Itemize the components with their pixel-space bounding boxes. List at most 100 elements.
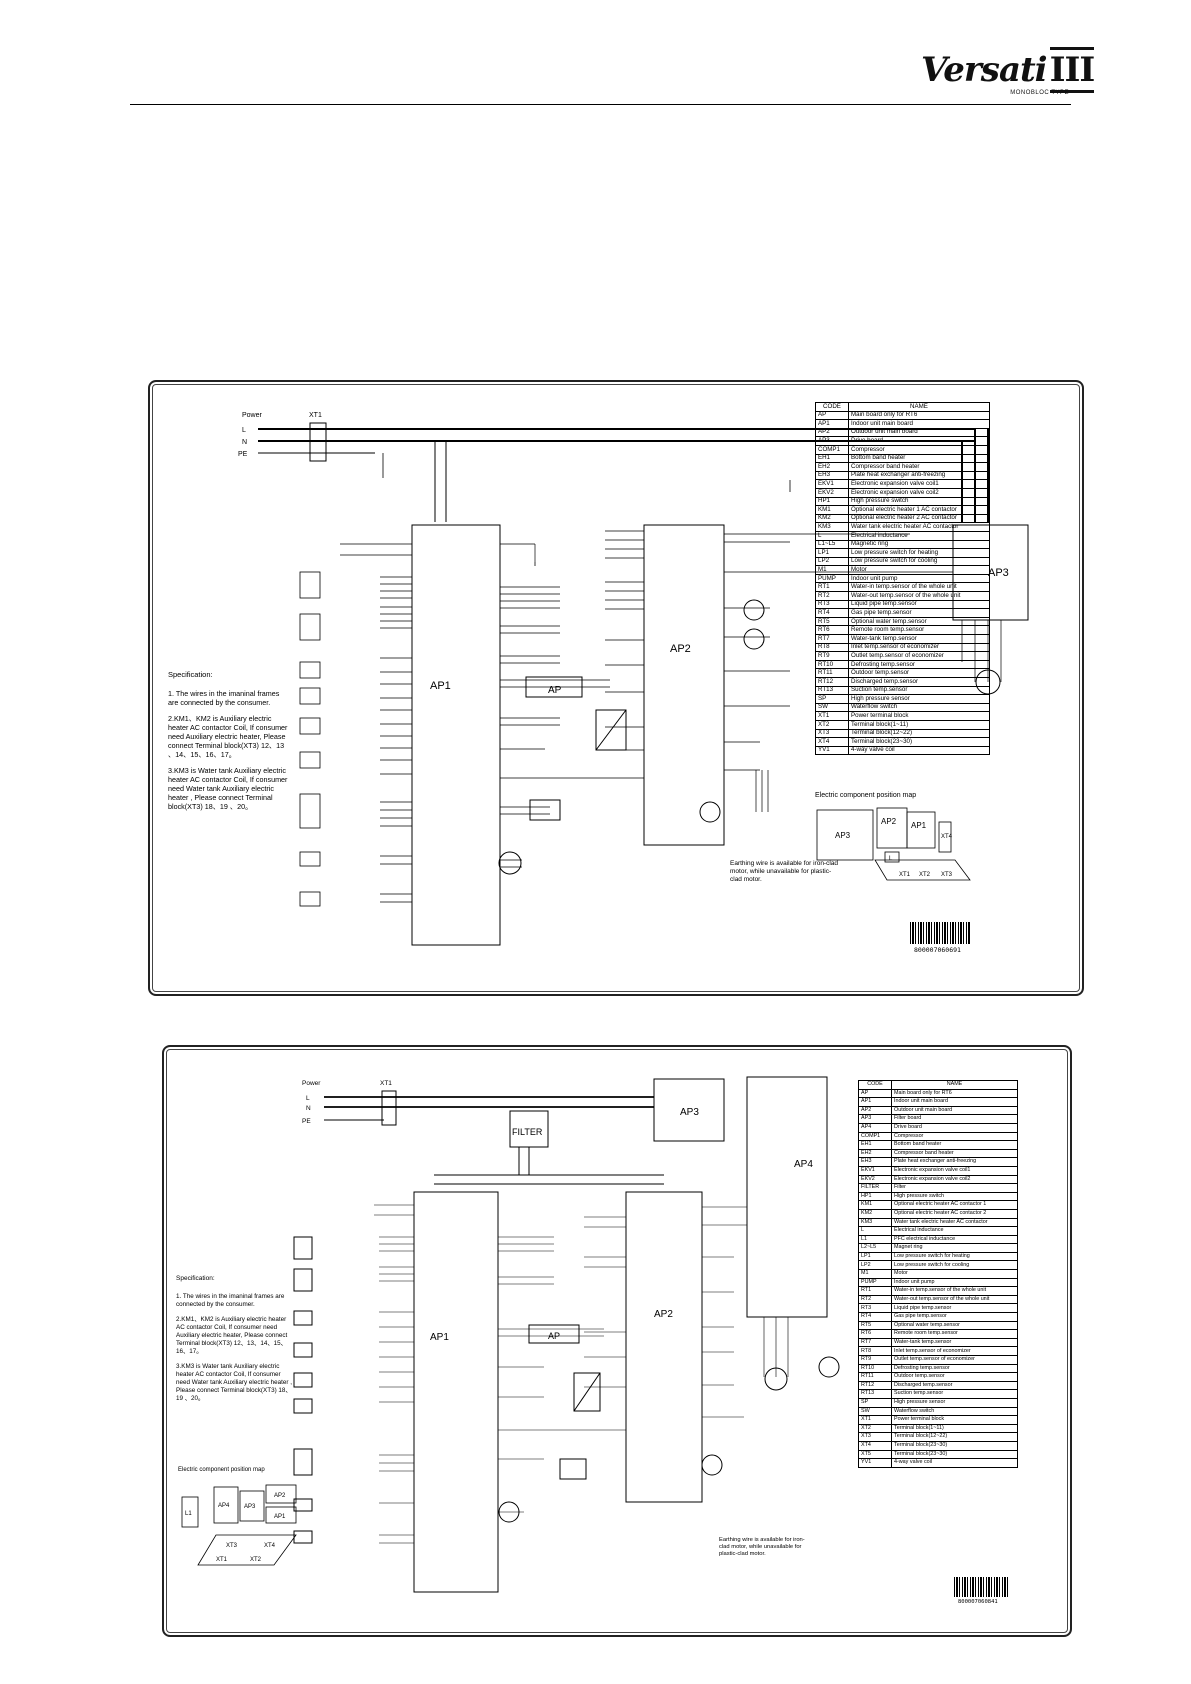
map2-xt4: XT4 — [264, 1543, 276, 1549]
name-cell: Terminal block(23~30) — [848, 737, 990, 747]
terminal-pe-2: PE — [302, 1118, 311, 1125]
name-cell: Water-tank temp.sensor — [848, 634, 990, 644]
name-cell: Outdoor unit main board — [848, 427, 990, 438]
wiring-diagram-1: Power XT1 L N PE AP1 AP2 AP3 AP Specific… — [148, 380, 1084, 996]
logo-subtitle: MONOBLOC TYPE — [1010, 90, 1069, 96]
code-cell: RT11 — [858, 1372, 892, 1382]
name-cell: Water tank electric heater AC contactor — [891, 1217, 1018, 1228]
code-cell: L — [858, 1226, 892, 1236]
position-map-title-2: Electric component position map — [178, 1467, 265, 1473]
code-cell: LP1 — [815, 548, 849, 558]
header-rule — [130, 104, 1071, 105]
power-label-2: Power — [302, 1080, 321, 1087]
code-cell: AP — [815, 410, 849, 421]
name-cell: Filter board — [891, 1114, 1018, 1124]
position-map-title: Electric component position map — [815, 792, 917, 799]
name-cell: High pressure switch — [848, 496, 990, 507]
name-cell: Outlet temp.sensor of economizer — [848, 651, 990, 661]
code-cell: RT13 — [815, 685, 849, 696]
code-cell: RT4 — [858, 1312, 892, 1322]
ap4-label-2: AP4 — [794, 1159, 813, 1170]
code-cell: SP — [815, 694, 849, 704]
name-cell: Motor — [848, 565, 990, 575]
code-cell: AP1 — [815, 419, 849, 429]
power-label: Power — [242, 412, 263, 419]
name-cell: High pressure sensor — [848, 694, 990, 704]
map-xt1: XT1 — [899, 872, 911, 878]
earthing-note-2: Earthing wire is available for iron-clad… — [719, 1537, 805, 1557]
name-cell: Inlet temp.sensor of economizer — [891, 1346, 1018, 1356]
code-cell: L — [815, 530, 849, 541]
name-cell: Electrical inductance — [891, 1226, 1018, 1236]
code-cell: SP — [858, 1397, 892, 1408]
map-ap2: AP2 — [881, 817, 897, 826]
name-cell: Optional electric heater AC contactor 1 — [891, 1200, 1018, 1210]
name-cell: Optional water temp.sensor — [848, 616, 990, 627]
code-cell: RT7 — [858, 1337, 892, 1348]
code-cell: RT13 — [858, 1389, 892, 1399]
code-cell: RT3 — [815, 599, 849, 610]
code-cell: LP2 — [858, 1260, 892, 1271]
name-cell: Outdoor temp.sensor — [891, 1372, 1018, 1382]
code-cell: HP1 — [815, 496, 849, 507]
name-cell: Waterflow switch — [891, 1406, 1018, 1417]
name-cell: Water-out temp.sensor of the whole unit — [848, 591, 990, 601]
name-cell: Water-out temp.sensor of the whole unit — [891, 1294, 1018, 1305]
name-cell: Terminal block(12~22) — [848, 728, 990, 739]
code-cell: RT6 — [815, 625, 849, 636]
name-cell: Compressor band heater — [848, 462, 990, 472]
code-cell: AP2 — [815, 427, 849, 438]
map2-xt3: XT3 — [226, 1543, 238, 1549]
name-cell: Terminal block(1~11) — [848, 719, 990, 730]
code-cell: RT2 — [858, 1294, 892, 1305]
code-cell: XT3 — [815, 728, 849, 739]
name-cell: Compressor — [848, 444, 990, 455]
name-cell: Low pressure switch for cooling — [848, 556, 990, 567]
code-cell: L2~L5 — [858, 1243, 892, 1253]
code-cell: KM1 — [815, 505, 849, 515]
code-cell: RT6 — [858, 1329, 892, 1339]
code-cell: AP4 — [858, 1122, 892, 1133]
terminal-n-2: N — [306, 1105, 311, 1112]
name-cell: High pressure switch — [891, 1191, 1018, 1202]
name-cell: Gas pipe temp.sensor — [848, 608, 990, 618]
code-cell: RT10 — [815, 659, 849, 670]
code-cell: YV1 — [815, 745, 849, 756]
diagram2-specification: Specification: 1. The wires in the imani… — [176, 1275, 294, 1410]
table-header-cell: NAME — [848, 402, 990, 412]
code-cell: RT9 — [815, 651, 849, 661]
code-cell: XT4 — [858, 1440, 892, 1451]
name-cell: 4-way valve coil — [848, 745, 990, 756]
